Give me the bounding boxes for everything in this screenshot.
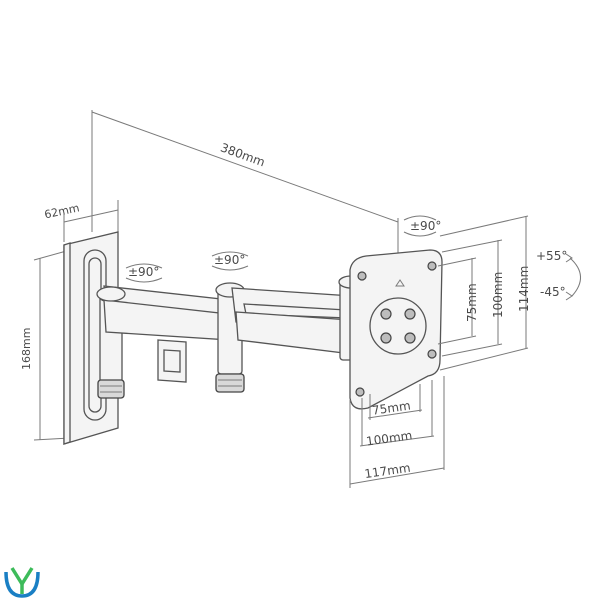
dim-plate-height-label: 114mm [517, 266, 531, 312]
arm-segment-2 [231, 287, 357, 355]
dim-vesa-vertical: 75mm 100mm 114mm [437, 215, 531, 371]
dim-wall-plate-height-label: 168mm [20, 328, 33, 370]
rotation-tilt-down-label: -45° [540, 285, 566, 299]
dim-wall-plate-height: 168mm [20, 249, 71, 441]
dim-vesa-v-75-label: 75mm [465, 283, 479, 322]
vesa-hole-1 [380, 308, 392, 320]
rotation-top-swivel: ±90° [403, 215, 441, 237]
vesa-hole-2 [404, 308, 416, 320]
dim-vesa-h-75-label: 75mm [371, 398, 411, 417]
rotate-arrow-icon [403, 215, 437, 221]
vesa-hole-3 [380, 332, 392, 344]
dim-arm-length: 380mm [91, 110, 399, 262]
vesa-hole-4 [404, 332, 416, 344]
tilt-arrow-icon [569, 257, 581, 297]
dim-vesa-horizontal: 75mm 100mm 117mm [349, 376, 445, 488]
rotation-tilt-up-label: +55° [536, 249, 567, 263]
dim-wall-plate-width-label: 62mm [43, 201, 80, 221]
rotation-top-swivel-label: ±90° [410, 219, 441, 233]
cable-clip [157, 339, 187, 383]
rotation-arm-joint-1-label: ±90° [128, 265, 159, 279]
rotate-arrow-icon [211, 251, 249, 257]
dim-vesa-v-100-label: 100mm [491, 272, 505, 318]
dim-vesa-h-100-label: 100mm [365, 428, 413, 448]
brand-logo-icon [4, 567, 40, 598]
rotation-tilt: +55° -45° [536, 249, 581, 301]
rotation-arm-joint-2: ±90° [211, 251, 249, 271]
rotate-arrow-icon [125, 263, 163, 269]
arm-segment-1 [96, 285, 239, 341]
dim-arm-length-label: 380mm [219, 140, 267, 169]
rotation-arm-joint-2-label: ±90° [214, 253, 245, 267]
rotation-arm-joint-1: ±90° [125, 263, 163, 283]
dim-plate-width-label: 117mm [364, 461, 412, 481]
vesa-plate [349, 249, 443, 410]
